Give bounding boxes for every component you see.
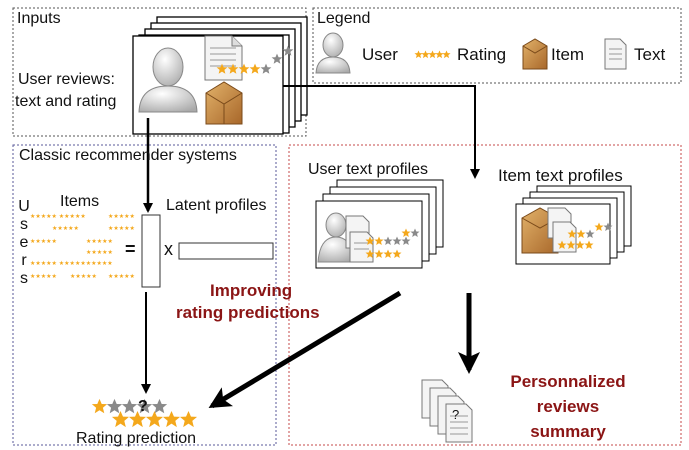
- svg-text:★★★★★: ★★★★★: [108, 213, 135, 220]
- personalized-line3: summary: [530, 422, 606, 441]
- profiles-panel: [288, 144, 682, 446]
- svg-text:★★★★★: ★★★★★: [30, 273, 57, 280]
- legend-user-icon: [315, 32, 351, 74]
- summary-documents-icon: [421, 379, 473, 443]
- svg-text:★★★★★: ★★★★★: [86, 238, 113, 245]
- item-text-profiles-stack: [515, 185, 632, 265]
- users-letter: s: [20, 270, 28, 287]
- times-sign: x: [164, 239, 173, 259]
- inputs-label-line2: text and rating: [15, 93, 117, 110]
- improving-line2: rating predictions: [176, 303, 320, 322]
- svg-text:★★★★★: ★★★★★: [30, 238, 57, 245]
- item-latent-matrix: [178, 242, 274, 260]
- legend-label-item: Item: [551, 45, 585, 64]
- classic-title: Classic recommender systems: [19, 147, 237, 164]
- svg-text:★★★★★: ★★★★★: [108, 273, 135, 280]
- inputs-title: Inputs: [17, 10, 61, 27]
- ratings-matrix: ★★★★★ ★★★★★ ★★★★★ ★★★★★ ★★★★★ ★★★★★ ★★★★…: [30, 213, 135, 280]
- legend-label-text: Text: [634, 45, 666, 64]
- personalized-line1: Personnalized: [510, 372, 626, 391]
- legend-panel: [312, 7, 682, 84]
- svg-text:★★★★★: ★★★★★: [86, 249, 113, 256]
- legend-item-icon: [522, 38, 548, 70]
- svg-text:★★★★★: ★★★★★: [52, 225, 79, 232]
- users-letter: s: [20, 216, 28, 233]
- user-latent-matrix: [141, 214, 161, 288]
- svg-text:★★★★★: ★★★★★: [70, 273, 97, 280]
- latent-profiles-label: Latent profiles: [166, 197, 267, 214]
- arrow-inputs-to-profiles: [283, 85, 480, 179]
- svg-text:★★★★★: ★★★★★: [108, 225, 135, 232]
- legend-title: Legend: [317, 10, 371, 27]
- svg-text:★★★★★ ★★★★★★★★★★: ★★★★★ ★★★★★★★★★★: [30, 260, 113, 267]
- improving-line1: Improving: [210, 281, 293, 300]
- users-letter: e: [19, 234, 29, 251]
- legend-rating-icon: [414, 50, 451, 59]
- items-label: Items: [60, 193, 100, 210]
- users-letter: U: [18, 198, 30, 215]
- classic-panel: [12, 144, 277, 446]
- equals-sign: =: [125, 239, 136, 259]
- summary-question-mark: ?: [452, 407, 460, 422]
- users-letter: r: [21, 252, 27, 269]
- prediction-question-mark: ?: [138, 398, 148, 415]
- user-text-profiles-stack: [315, 179, 444, 269]
- legend-label-user: User: [362, 45, 398, 64]
- rating-prediction-label: Rating prediction: [76, 430, 197, 447]
- users-vertical-label: U s e r s: [17, 198, 31, 288]
- user-text-profiles-label: User text profiles: [308, 161, 429, 178]
- inputs-label-line1: User reviews:: [18, 71, 115, 88]
- svg-text:★★★★★ ★★★★★: ★★★★★ ★★★★★: [30, 213, 86, 220]
- legend-text-icon: [604, 38, 627, 70]
- item-box-icon: [205, 81, 243, 125]
- text-document-icon: [204, 35, 243, 81]
- user-icon: [138, 47, 198, 113]
- item-text-profiles-label: Item text profiles: [498, 166, 623, 185]
- arrow-profiles-to-prediction: [208, 290, 402, 409]
- legend-label-rating: Rating: [457, 45, 507, 64]
- personalized-line2: reviews: [536, 397, 600, 416]
